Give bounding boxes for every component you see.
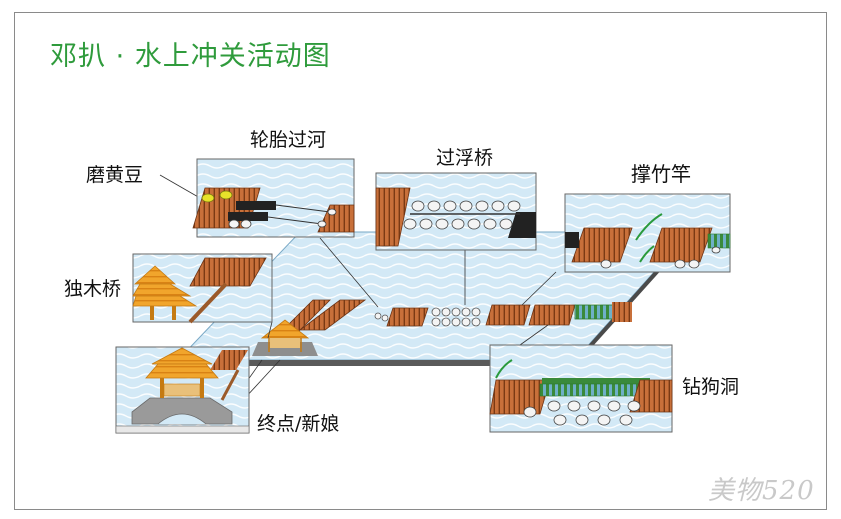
course-path xyxy=(252,299,632,356)
inset-finish-bride xyxy=(115,346,250,434)
tire-icon xyxy=(523,400,641,426)
soybean-icon xyxy=(201,193,215,203)
label-log-bridge: 独木桥 xyxy=(64,278,122,300)
inset-bamboo-pole xyxy=(564,193,731,273)
diagram-title: 邓扒 · 水上冲关活动图 xyxy=(50,41,331,72)
label-tire-crossing: 轮胎过河 xyxy=(250,129,327,151)
tire-icon xyxy=(374,307,481,327)
inset-tire-crossing xyxy=(192,158,355,238)
raft-icon xyxy=(386,307,429,327)
tire-icon xyxy=(228,208,337,229)
raft-icon xyxy=(485,304,531,326)
watermark: 美物520 xyxy=(708,476,815,506)
soybean-icon xyxy=(219,190,233,200)
inset-log-bridge xyxy=(132,253,273,324)
label-dog-hole: 钻狗洞 xyxy=(682,376,740,398)
pavilion-icon xyxy=(145,347,219,398)
inset-dog-hole xyxy=(489,344,673,433)
bamboo-pole-icon xyxy=(495,359,513,379)
pavilion-icon xyxy=(132,265,198,320)
label-bamboo-pole: 撑竹竿 xyxy=(631,162,691,186)
label-finish-bride: 终点/新娘 xyxy=(257,413,340,435)
bamboo-pole-icon xyxy=(635,213,663,241)
label-grind-soybeans: 磨黄豆 xyxy=(86,164,144,186)
connector-lines xyxy=(159,174,557,399)
tire-icon xyxy=(600,246,721,269)
label-floating-bridge: 过浮桥 xyxy=(436,147,494,169)
inset-floating-bridge xyxy=(375,172,537,251)
tire-icon xyxy=(403,200,521,230)
